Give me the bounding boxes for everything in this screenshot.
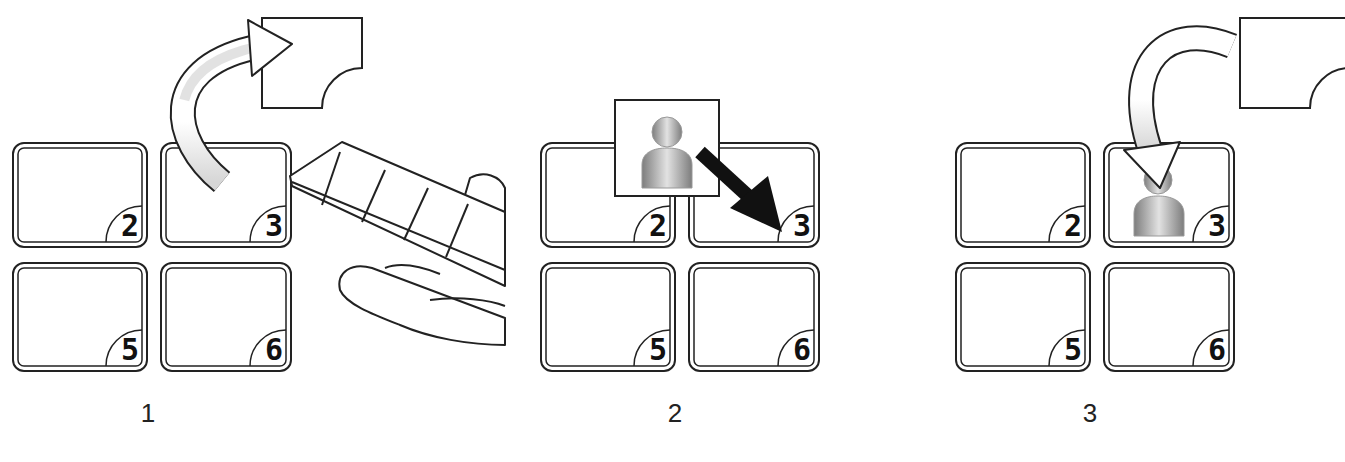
keycap-button: 2 — [12, 142, 148, 248]
outer-rim — [956, 263, 1090, 371]
outer-rim — [13, 143, 147, 247]
corner-cut — [1049, 206, 1085, 242]
button-number: 6 — [265, 335, 283, 365]
inner-rim — [18, 148, 142, 242]
corner-cut — [1193, 330, 1229, 366]
prying-tool — [290, 142, 505, 345]
inner-rim — [166, 268, 286, 366]
inner-rim — [961, 148, 1085, 242]
keycap-button: 2 — [955, 142, 1091, 248]
keycap-button: 5 — [12, 262, 148, 372]
corner-cut — [250, 206, 286, 242]
outer-rim — [956, 143, 1090, 247]
inner-rim — [1109, 148, 1229, 242]
inner-rim — [166, 148, 286, 242]
inner-rim — [961, 268, 1085, 366]
keycap-button: 3 — [688, 142, 820, 248]
outer-rim — [541, 263, 675, 371]
corner-cut — [778, 206, 814, 242]
button-number: 3 — [1208, 211, 1226, 241]
insert-arrow — [700, 152, 782, 232]
button-number: 2 — [121, 211, 139, 241]
keycap-button: 5 — [955, 262, 1091, 372]
inner-rim — [18, 268, 142, 366]
outer-rim — [689, 143, 819, 247]
inner-rim — [546, 268, 670, 366]
inserted-picture — [1134, 166, 1184, 236]
lift-arrow — [183, 20, 292, 182]
outer-rim — [161, 263, 291, 371]
keycap-button: 6 — [688, 262, 820, 372]
corner-cut — [106, 330, 142, 366]
button-number: 5 — [121, 335, 139, 365]
step-number: 2 — [668, 398, 682, 429]
cap-piece — [1240, 18, 1345, 108]
corner-cut — [634, 206, 670, 242]
corner-cut — [1193, 206, 1229, 242]
removed-cap — [262, 18, 362, 108]
step-number: 1 — [141, 398, 155, 429]
replace-arrow — [1124, 38, 1232, 188]
button-number: 5 — [649, 335, 667, 365]
corner-cut — [634, 330, 670, 366]
outer-rim — [161, 143, 291, 247]
keycap-button: 5 — [540, 262, 676, 372]
button-number: 3 — [265, 211, 283, 241]
button-number: 3 — [793, 211, 811, 241]
keycap-button: 6 — [160, 262, 292, 372]
button-number: 5 — [1064, 335, 1082, 365]
inner-rim — [1109, 268, 1229, 366]
corner-cut — [250, 330, 286, 366]
inner-rim — [694, 268, 814, 366]
inner-rim — [546, 148, 670, 242]
button-number: 6 — [793, 335, 811, 365]
corner-cut — [778, 330, 814, 366]
outer-rim — [1104, 263, 1234, 371]
picture-card — [615, 100, 719, 196]
inner-rim — [694, 148, 814, 242]
outer-rim — [1104, 143, 1234, 247]
keycap-button: 3 — [1103, 142, 1235, 248]
keycap-button: 2 — [540, 142, 676, 248]
outer-rim — [541, 143, 675, 247]
keycap-button: 6 — [1103, 262, 1235, 372]
button-number: 6 — [1208, 335, 1226, 365]
keycap-button: 3 — [160, 142, 292, 248]
corner-cut — [1049, 330, 1085, 366]
button-number: 2 — [1064, 211, 1082, 241]
outer-rim — [13, 263, 147, 371]
outer-rim — [689, 263, 819, 371]
button-number: 2 — [649, 211, 667, 241]
step-number: 3 — [1083, 398, 1097, 429]
corner-cut — [106, 206, 142, 242]
